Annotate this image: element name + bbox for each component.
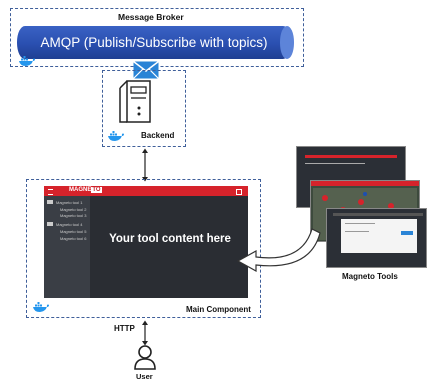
backend-main-arrow: [142, 148, 148, 182]
exit-icon: [236, 189, 242, 195]
sidebar-item: Magneto tool 4: [56, 222, 83, 227]
amqp-label: AMQP (Publish/Subscribe with topics): [40, 35, 268, 50]
app-sidebar: Magneto tool 1 Magneto tool 2 Magneto to…: [44, 196, 90, 298]
app-logo: MAGNETO: [69, 187, 102, 193]
sidebar-item: Magneto tool 5: [60, 229, 87, 234]
folder-icon: [47, 222, 53, 226]
sidebar-item: Magneto tool 2: [60, 207, 87, 212]
folder-icon: [47, 200, 53, 204]
sidebar-item: Magneto tool 1: [56, 200, 83, 205]
main-app-screenshot: MAGNETO Magneto tool 1 Magneto tool 2 Ma…: [44, 186, 248, 298]
http-arrow: [142, 320, 148, 346]
docker-icon: [108, 131, 124, 141]
amqp-cylinder: AMQP (Publish/Subscribe with topics): [17, 26, 291, 59]
main-component-title: Main Component: [186, 305, 251, 314]
sidebar-item: Magneto tool 3: [60, 213, 87, 218]
server-icon: [119, 80, 151, 123]
backend-title: Backend: [141, 131, 175, 140]
sidebar-item: Magneto tool 6: [60, 236, 87, 241]
backend-box: [102, 70, 186, 147]
tool-screenshot: [326, 208, 427, 268]
docker-icon: [19, 56, 35, 66]
amqp-cylinder-cap: [280, 26, 294, 59]
tool-content-text: Your tool content here: [109, 233, 231, 245]
menu-icon: [48, 189, 53, 195]
main-component-box: [26, 179, 261, 318]
message-broker-title: Message Broker: [118, 12, 184, 22]
user-icon: [134, 345, 156, 370]
http-label: HTTP: [114, 324, 135, 333]
docker-icon: [33, 302, 49, 312]
app-top-bar: MAGNETO: [44, 186, 248, 196]
tools-to-main-arrow: [236, 228, 321, 273]
magneto-tools-title: Magneto Tools: [342, 272, 398, 281]
user-label: User: [136, 372, 153, 381]
